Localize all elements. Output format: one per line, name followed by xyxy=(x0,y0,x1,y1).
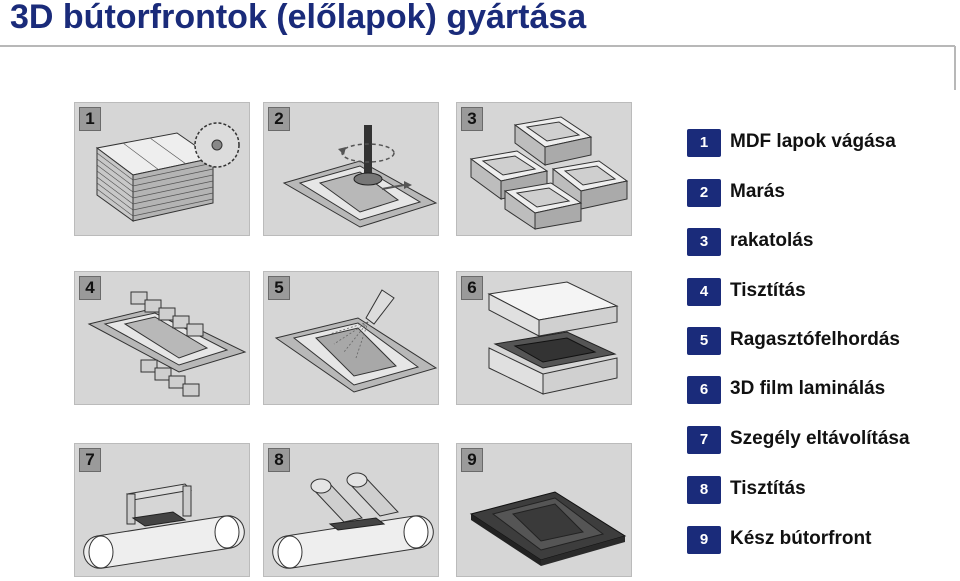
step-label: Kész bútorfront xyxy=(730,528,872,549)
router-milling-icon xyxy=(282,125,438,228)
step-2: 2 Marás xyxy=(687,179,957,209)
finished-front-icon xyxy=(469,491,627,566)
panel-1: 1 xyxy=(74,102,250,236)
step-label: rakatolás xyxy=(730,230,814,251)
step-label: Marás xyxy=(730,181,785,202)
panel-number: 4 xyxy=(79,276,101,300)
panel-number: 6 xyxy=(461,276,483,300)
panel-number: 5 xyxy=(268,276,290,300)
panel-6: 6 xyxy=(456,271,632,405)
cleaning-brushes-icon xyxy=(87,291,247,397)
step-label: Tisztítás xyxy=(730,280,806,301)
step-number-badge: 3 xyxy=(687,228,721,256)
panel-8: 8 xyxy=(263,443,439,577)
step-label: 3D film laminálás xyxy=(730,378,886,399)
step-1: 1 MDF lapok vágása xyxy=(687,129,957,159)
panel-number: 8 xyxy=(268,448,290,472)
step-label: MDF lapok vágása xyxy=(730,131,896,152)
panel-number: 2 xyxy=(268,107,290,131)
step-3: 3 rakatolás xyxy=(687,228,957,258)
step-label: Szegély eltávolítása xyxy=(730,428,910,449)
step-number-badge: 2 xyxy=(687,179,721,207)
panel-4: 4 xyxy=(74,271,250,405)
panel-number: 3 xyxy=(461,107,483,131)
panel-number: 1 xyxy=(79,107,101,131)
panel-9: 9 xyxy=(456,443,632,577)
step-label: Tisztítás xyxy=(730,478,806,499)
edge-trimming-icon xyxy=(83,483,245,569)
panel-3: 3 xyxy=(456,102,632,236)
panel-7: 7 xyxy=(74,443,250,577)
panel-number: 7 xyxy=(79,448,101,472)
title-underline xyxy=(0,45,956,90)
step-6: 6 3D film laminálás xyxy=(687,376,957,406)
film-press-icon xyxy=(487,281,619,395)
step-5: 5 Ragasztófelhordás xyxy=(687,327,957,357)
cleaning-rollers-icon xyxy=(272,472,434,569)
step-number-badge: 6 xyxy=(687,376,721,404)
mdf-stack-saw-icon xyxy=(95,122,240,222)
step-4: 4 Tisztítás xyxy=(687,278,957,308)
step-number-badge: 1 xyxy=(687,129,721,157)
page-title: 3D bútorfrontok (előlapok) gyártása xyxy=(10,0,587,36)
panel-number: 9 xyxy=(461,448,483,472)
step-number-badge: 9 xyxy=(687,526,721,554)
step-7: 7 Szegély eltávolítása xyxy=(687,426,957,456)
glue-spray-icon xyxy=(274,289,438,393)
step-9: 9 Kész bútorfront xyxy=(687,526,957,556)
step-number-badge: 5 xyxy=(687,327,721,355)
step-8: 8 Tisztítás xyxy=(687,476,957,506)
step-number-badge: 7 xyxy=(687,426,721,454)
step-label: Ragasztófelhordás xyxy=(730,329,900,350)
step-number-badge: 4 xyxy=(687,278,721,306)
panel-2: 2 xyxy=(263,102,439,236)
step-number-badge: 8 xyxy=(687,476,721,504)
panel-5: 5 xyxy=(263,271,439,405)
stacked-boards-icon xyxy=(469,116,629,230)
